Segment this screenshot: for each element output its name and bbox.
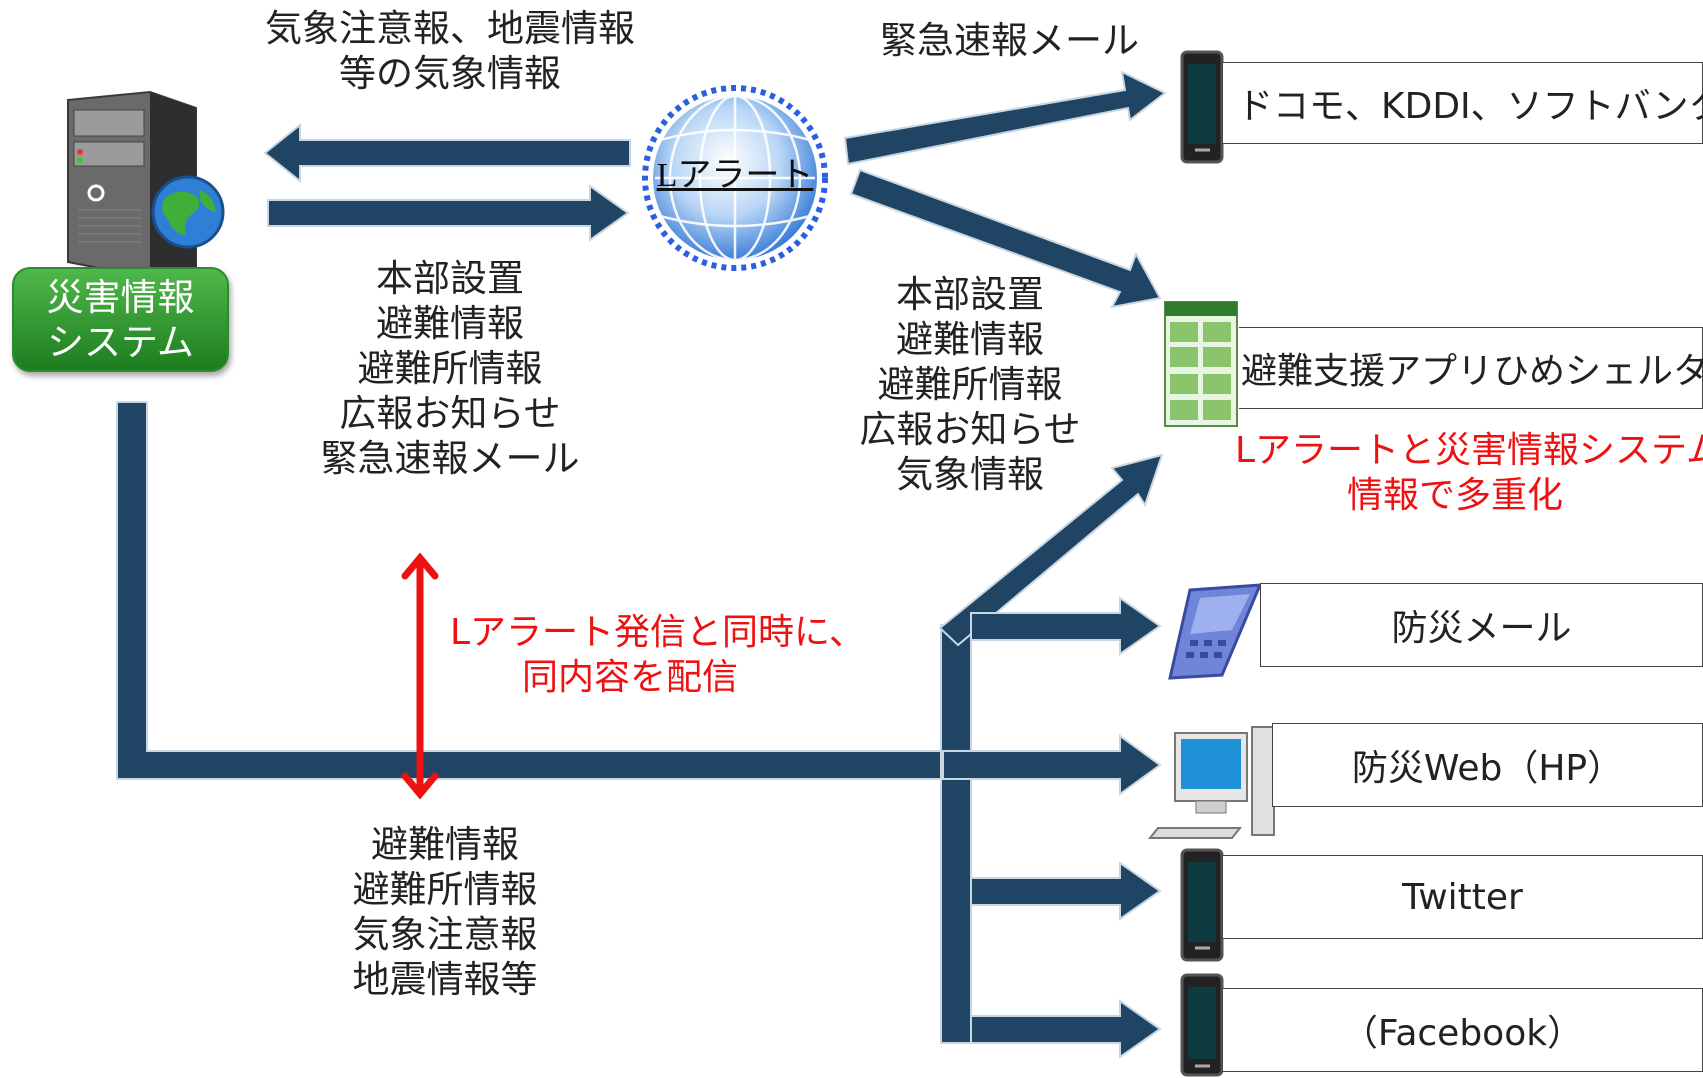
multiplex-note: Lアラートと災害情報システム 情報で多重化 [1235, 428, 1703, 518]
direct-delivery-line-4: 地震情報等 [352, 958, 538, 1001]
hub-input-line-3: 避難所情報 [357, 347, 543, 390]
arrow-hub-to-app [849, 168, 1162, 309]
mobile-phone-icon [1168, 583, 1263, 680]
disaster-info-system-label: 災害情報 システム [12, 267, 229, 372]
simultaneous-note-line-1: Lアラート発信と同時に、 [450, 612, 865, 653]
multiplex-note-line-1: Lアラートと災害情報システム [1235, 430, 1703, 471]
hub-input-line-1: 本部設置 [376, 257, 524, 300]
destination-hime-shelter-app: 避難支援アプリひめシェルター [1239, 327, 1703, 409]
arrow-hub-to-system [263, 122, 631, 184]
direct-delivery-text: 避難情報 避難所情報 気象注意報 地震情報等 [310, 822, 580, 1002]
emergency-mail-text: 緊急速報メール [880, 19, 1139, 62]
app-input-line-3: 避難所情報 [877, 363, 1063, 406]
arrow-hub-to-carriers [843, 70, 1167, 166]
app-input-line-5: 気象情報 [896, 453, 1044, 496]
globe-icon [642, 85, 828, 271]
arrow-to-bousai-mail [970, 596, 1162, 656]
simultaneous-note-line-2: 同内容を配信 [521, 657, 738, 698]
app-screen-icon [1164, 301, 1238, 427]
desktop-computer-icon [1147, 726, 1275, 839]
direct-delivery-line-3: 気象注意報 [352, 913, 538, 956]
destination-twitter: Twitter [1222, 855, 1703, 939]
multiplex-note-line-2: 情報で多重化 [1346, 475, 1563, 516]
arrow-to-twitter [970, 861, 1162, 921]
hub-input-line-2: 避難情報 [376, 302, 524, 345]
server-globe-icon [67, 90, 225, 280]
hub-input-line-5: 緊急速報メール [320, 437, 580, 480]
app-input-line-2: 避難情報 [896, 318, 1044, 361]
arrow-system-to-hub [267, 184, 630, 242]
system-label-line-1: 災害情報 [46, 275, 195, 319]
simultaneous-note: Lアラート発信と同時に、 同内容を配信 [450, 610, 865, 700]
smartphone-icon-twitter [1180, 848, 1224, 962]
weather-info-line-2: 等の気象情報 [339, 52, 561, 95]
direct-delivery-line-1: 避難情報 [371, 823, 519, 866]
arrow-to-facebook [970, 999, 1162, 1059]
hub-input-text: 本部設置 避難情報 避難所情報 広報お知らせ 緊急速報メール [300, 256, 600, 481]
app-input-text: 本部設置 避難情報 避難所情報 広報お知らせ 気象情報 [850, 272, 1090, 497]
destination-carriers: ドコモ、KDDI、ソフトバンク [1222, 62, 1703, 144]
app-input-line-4: 広報お知らせ [859, 408, 1081, 451]
hub-input-line-4: 広報お知らせ [339, 392, 561, 435]
smartphone-icon-facebook [1180, 973, 1224, 1077]
arrow-to-bousai-web [942, 734, 1162, 796]
destination-facebook: （Facebook） [1222, 988, 1703, 1072]
destination-bousai-web: 防災Web（HP） [1272, 723, 1703, 807]
red-double-arrow [401, 552, 439, 800]
direct-delivery-line-2: 避難所情報 [352, 868, 538, 911]
distribution-bus [940, 624, 972, 1044]
system-label-line-2: システム [47, 320, 194, 364]
smartphone-icon-carriers [1180, 50, 1224, 164]
destination-bousai-mail: 防災メール [1260, 583, 1703, 667]
app-input-line-1: 本部設置 [896, 273, 1044, 316]
weather-info-line-1: 気象注意報、地震情報 [265, 7, 635, 50]
weather-info-text: 気象注意報、地震情報 等の気象情報 [240, 6, 660, 96]
hub-label: Lアラート [656, 157, 814, 194]
